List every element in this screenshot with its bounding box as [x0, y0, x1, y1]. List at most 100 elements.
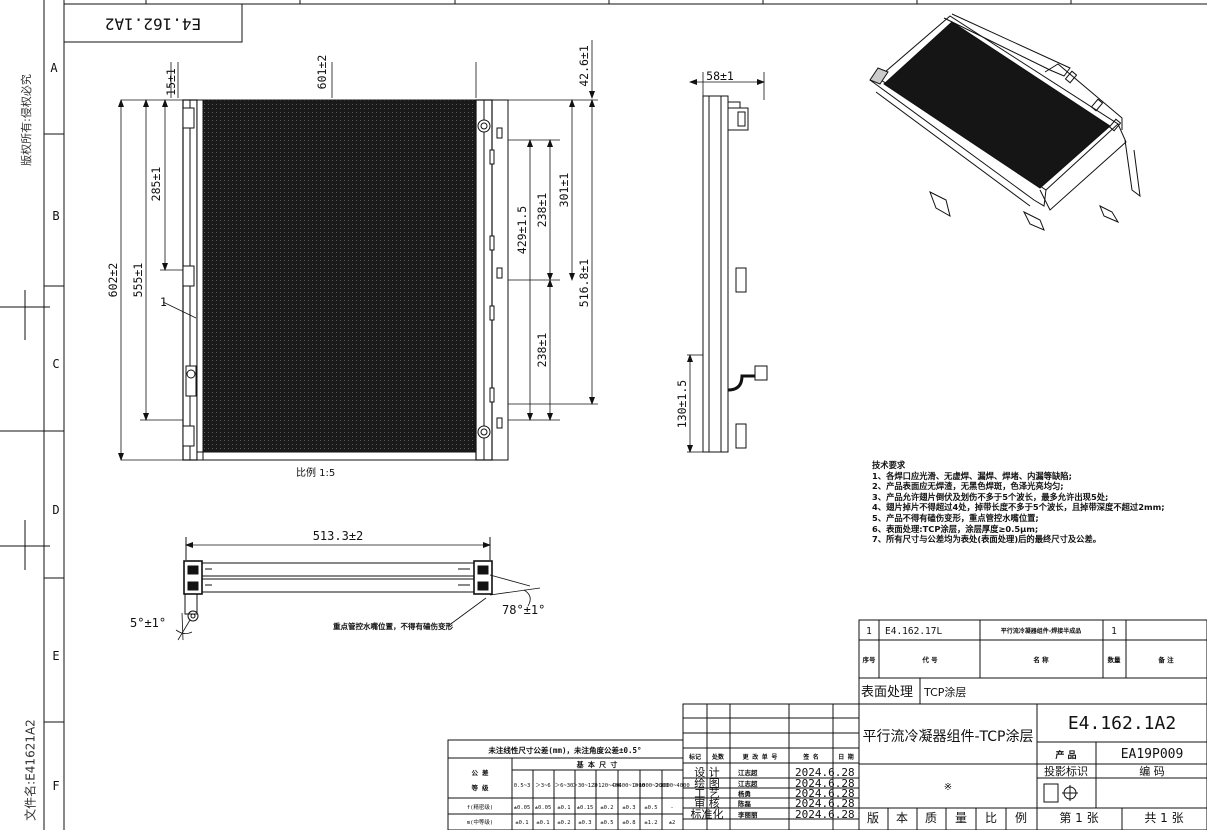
sign-rows: 设 计 江志超 2024.6.28 绘 图 江志超 2024.6.28 工 艺 … [691, 766, 855, 821]
tech-item-1: 1、各焊口应光滑、无虚焊、漏焊、焊堵、内漏等缺陷; [872, 470, 1072, 481]
revision-texts: 标记 处数 更 改 单 号 签 名 日 期 [688, 753, 854, 761]
rev-hdr-4: 日 期 [838, 753, 854, 761]
product-value: EA19P009 [1121, 747, 1184, 762]
material-mark: ※ [944, 782, 952, 793]
tol-basic-size: 基 本 尺 寸 [576, 760, 618, 769]
tol-value: ±0.8 [622, 820, 635, 826]
frame-labels: A B C D E F [50, 61, 59, 793]
bottom-note: 重点管控水嘴位置，不得有磕伤变形 [333, 621, 453, 631]
bom-seq: 1 [866, 626, 872, 637]
tol-value: - [670, 805, 673, 811]
ver-1: 本 [896, 811, 908, 825]
tol-range-1: ＞3~6 [535, 783, 550, 789]
sign-name-3: 陈磊 [738, 799, 752, 808]
rev-hdr-0: 标记 [688, 753, 701, 761]
tol-grade-label2: 等 级 [471, 783, 489, 792]
bom-hdr-name: 名 称 [1033, 655, 1049, 664]
dim-516-8: 516.8±1 [577, 259, 591, 308]
tol-value: ±0.15 [577, 805, 594, 811]
dim-285: 285±1 [149, 167, 163, 202]
bom-hdr-note: 备 注 [1157, 655, 1174, 664]
ver-3: 量 [955, 811, 967, 825]
drawing-title: 平行流冷凝器组件-TCP涂层 [862, 729, 1033, 745]
tol-value: ±2 [669, 820, 676, 826]
sign-date-0: 2024.6.28 [795, 766, 855, 779]
bom-hdr-qty: 数量 [1108, 655, 1122, 664]
bom-code: E4.162.17L [885, 626, 942, 637]
tol-range-0: 0.5~3 [514, 783, 531, 789]
tol-range-5: ＞400~1000 [613, 783, 645, 789]
row-letter-c: C [52, 357, 59, 371]
bottom-view [175, 537, 541, 641]
tech-item-4: 4、翅片掉片不得超过4处，掉带长度不多于5个波长，且掉带深度不超过2mm; [872, 502, 1165, 513]
isometric-view [869, 13, 1141, 231]
dim-513-3: 513.3±2 [313, 529, 364, 543]
tolerance-texts: 未注线性尺寸公差(mm)，未注角度公差±0.5° 公 差 等 级 基 本 尺 寸 [471, 745, 642, 792]
tech-item-6: 6、表面处理:TCP涂层，涂层厚度≥0.5μm; [872, 523, 1039, 534]
tol-value: ±0.3 [578, 820, 591, 826]
tol-range-7: ＞2000~4000 [654, 783, 689, 789]
row-letter-d: D [52, 503, 59, 517]
technical-requirements: 技术要求 1、各焊口应光滑、无虚焊、漏焊、焊堵、内漏等缺陷; 2、产品表面应无焊… [872, 460, 1165, 545]
tol-value: ±0.5 [644, 805, 657, 811]
surface-label: 表面处理 [861, 685, 913, 700]
copyright-notice: 版权所有:侵权必究 [20, 74, 33, 166]
dim-238-a: 238±1 [535, 193, 549, 228]
tech-item-2: 2、产品表面应无焊渣，无黑色焊斑，色泽光亮均匀; [872, 481, 1064, 492]
side-view-dimensions [687, 72, 765, 453]
ver-2: 质 [925, 811, 937, 825]
title-block [858, 703, 1207, 831]
tol-grade-0: f(精密级) [467, 803, 493, 811]
scale-label: 比例 1:5 [296, 466, 335, 479]
tech-item-5: 5、产品不得有磕伤变形，重点管控水嘴位置; [872, 512, 1039, 523]
tol-range-3: ＞30~120 [572, 783, 597, 789]
front-view [182, 99, 509, 461]
file-name: 文件名:E41621A2 [23, 719, 38, 821]
dim-301: 301±1 [557, 173, 571, 208]
balloon-1: 1 [160, 295, 167, 309]
ver-0: 版 [867, 811, 879, 825]
bottom-dim-texts: 513.3±2 5°±1° 78°±1° 重点管控水嘴位置，不得有磕伤变形 [130, 529, 545, 631]
sign-date-2: 2024.6.28 [795, 787, 855, 800]
sign-role-3: 审 核 [694, 796, 720, 810]
dim-602: 602±2 [106, 263, 120, 298]
bom-hdr-seq: 序号 [862, 655, 877, 664]
dim-58: 58±1 [706, 69, 734, 83]
code-box-text: E4.162.1A2 [105, 14, 201, 33]
bom-hdr-code: 代 号 [921, 655, 938, 664]
sign-role-0: 设 计 [694, 766, 720, 779]
sign-name-2: 杨勇 [738, 789, 751, 798]
side-view [702, 95, 768, 453]
rev-hdr-2: 更 改 单 号 [743, 753, 778, 761]
sign-name-4: 李丽丽 [737, 810, 758, 819]
tolerance-grid: 0.5~3＞3~6＞6~30＞30~120＞120~400＞400~1000＞1… [467, 783, 690, 826]
tol-grade-label: 公 差 [472, 768, 489, 777]
tol-grade-1: m(中等级) [467, 818, 493, 826]
sign-date-3: 2024.6.28 [795, 797, 855, 810]
sign-role-4: 标准化 [691, 807, 724, 821]
bom-name: 平行流冷凝器组件-焊接半成品 [1001, 627, 1082, 635]
tol-value: ±0.1 [557, 805, 570, 811]
ver-5: 例 [1015, 811, 1027, 825]
sign-role-2: 工 艺 [694, 787, 720, 800]
dim-555: 555±1 [131, 263, 145, 298]
front-dim-texts: 15±1 601±2 42.6±1 285±1 602±2 555±1 429±… [106, 45, 591, 479]
tol-value: ±0.3 [622, 805, 635, 811]
tol-value: ±0.1 [515, 820, 528, 826]
row-letter-a: A [50, 61, 58, 75]
tol-range-2: ＞6~30 [555, 783, 574, 789]
tech-item-7: 7、所有尺寸与公差均为表处(表面处理)后的最终尺寸及公差。 [872, 534, 1102, 545]
drawing-code: E4.162.1A2 [1068, 713, 1176, 734]
sign-name-0: 江志超 [738, 768, 758, 777]
surface-value: TCP涂层 [923, 685, 966, 699]
ver-6: 第 1 张 [1059, 811, 1098, 825]
projection-label: 投影标识 [1044, 764, 1088, 778]
rev-hdr-1: 处数 [711, 753, 725, 761]
side-dim-texts: 58±1 130±1.5 [675, 69, 734, 428]
dim-angle-78: 78°±1° [502, 603, 545, 617]
tol-value: ±0.05 [514, 805, 531, 811]
product-label: 产 品 [1055, 749, 1076, 761]
tol-value: ±0.2 [600, 805, 613, 811]
